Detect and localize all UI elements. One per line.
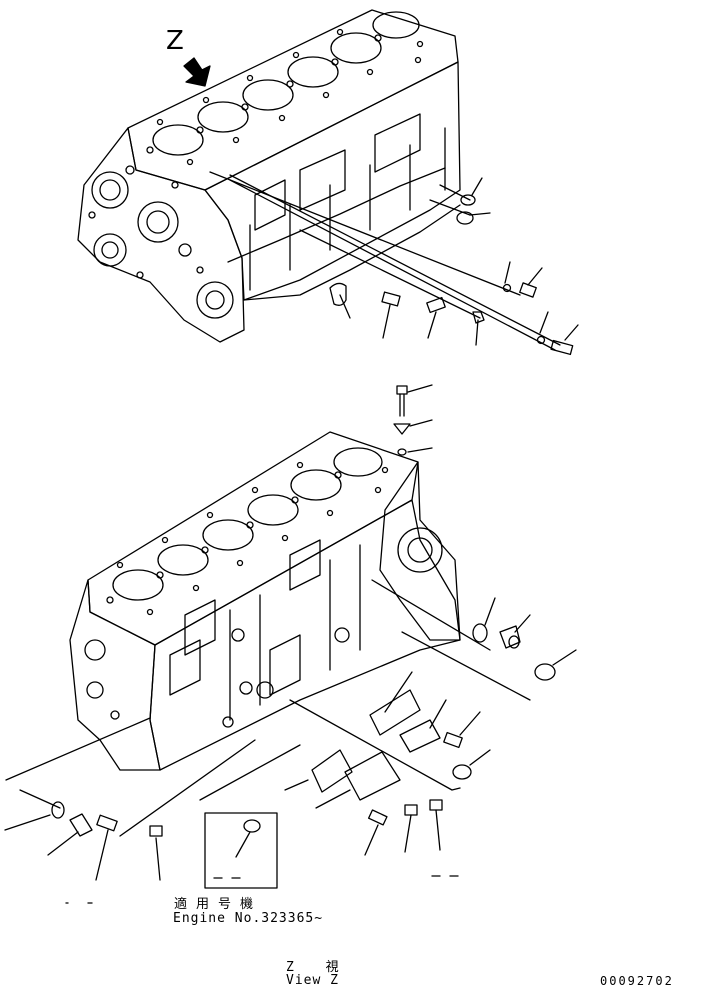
- applicability-label-jp: 適用号機: [174, 897, 263, 912]
- engine-number-label: Engine No.323365~: [173, 911, 324, 926]
- drawing-number: 00092702: [600, 974, 674, 988]
- bottom-engine-block: [5, 431, 531, 837]
- top-engine-block: [77, 9, 561, 351]
- view-z-marker: Z: [166, 26, 184, 56]
- view-caption-en: View Z: [286, 973, 339, 988]
- view-z-arrow: [183, 57, 211, 87]
- top-parts: [329, 177, 579, 356]
- view-caption-jp: Z 視: [286, 960, 351, 975]
- bottom-parts: [4, 384, 577, 904]
